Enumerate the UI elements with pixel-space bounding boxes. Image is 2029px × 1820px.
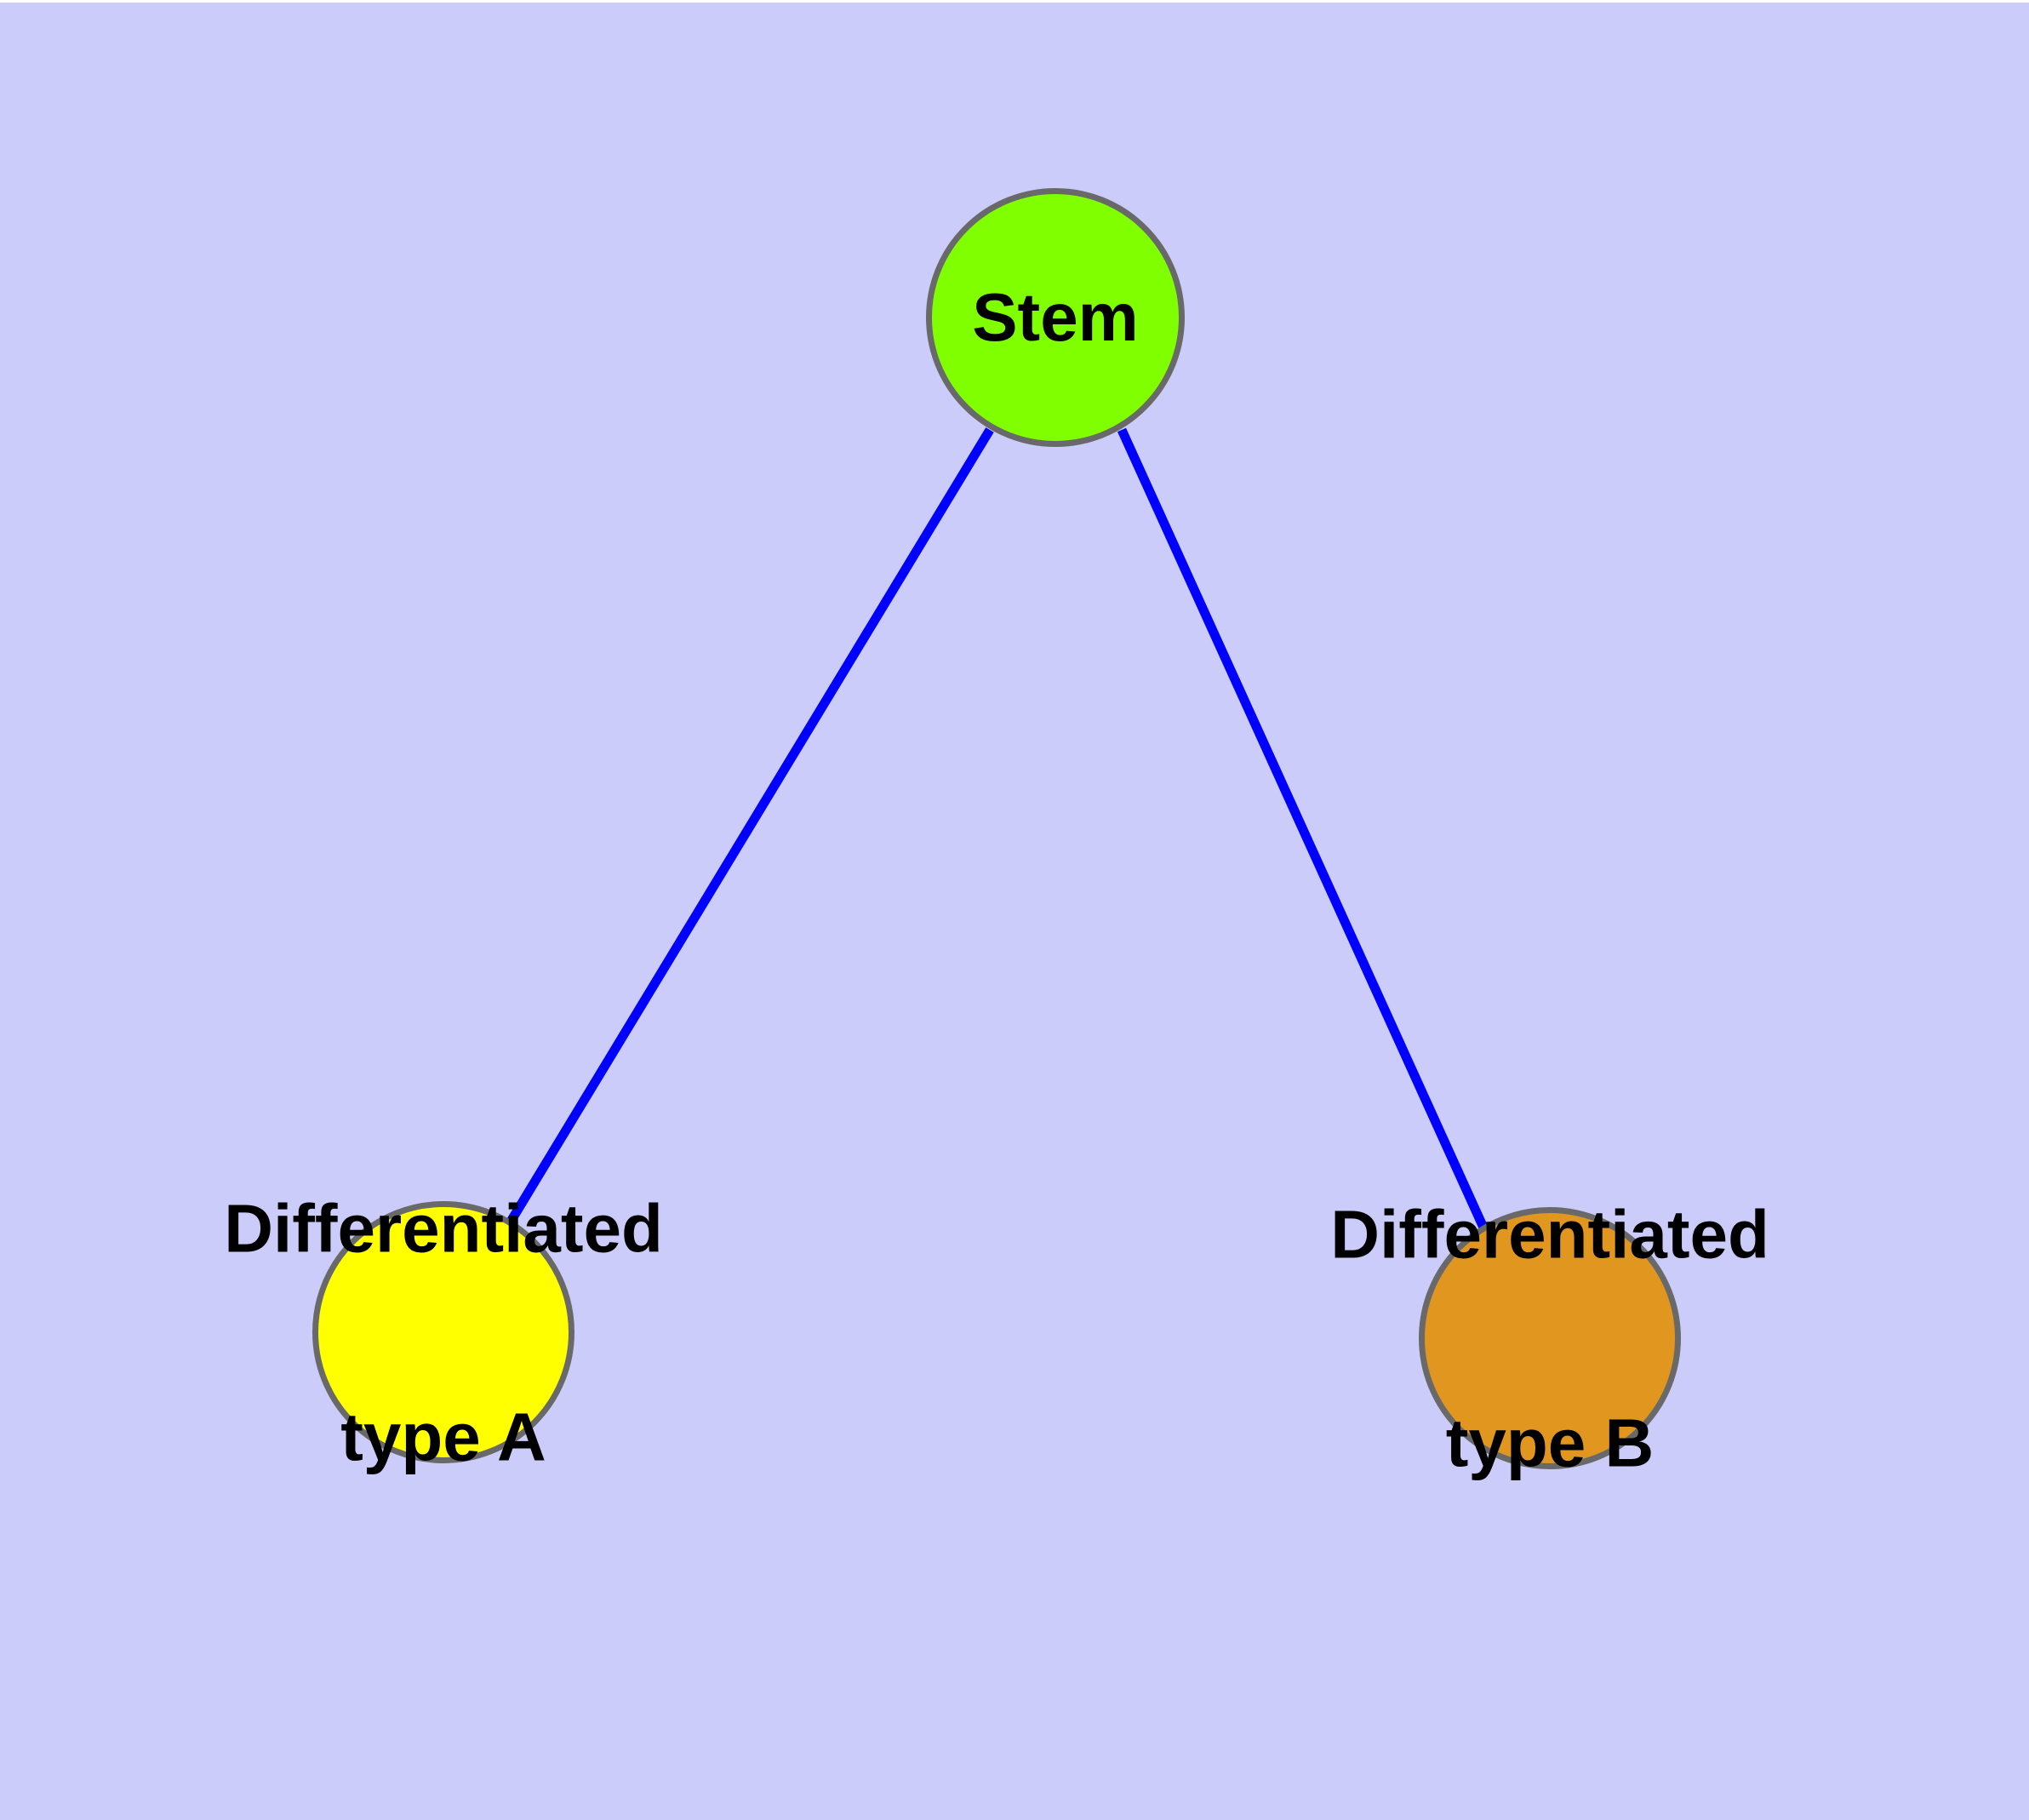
node-differentiated-type-b[interactable] xyxy=(1419,1207,1681,1469)
edge-stem-to-differentiated-type-b xyxy=(1117,427,1489,1230)
node-layer xyxy=(312,188,1681,1469)
node-stem[interactable] xyxy=(926,188,1185,447)
edge-stem-to-differentiated-type-a xyxy=(506,427,994,1224)
node-differentiated-type-a[interactable] xyxy=(312,1201,574,1463)
edge-layer xyxy=(506,427,1489,1230)
